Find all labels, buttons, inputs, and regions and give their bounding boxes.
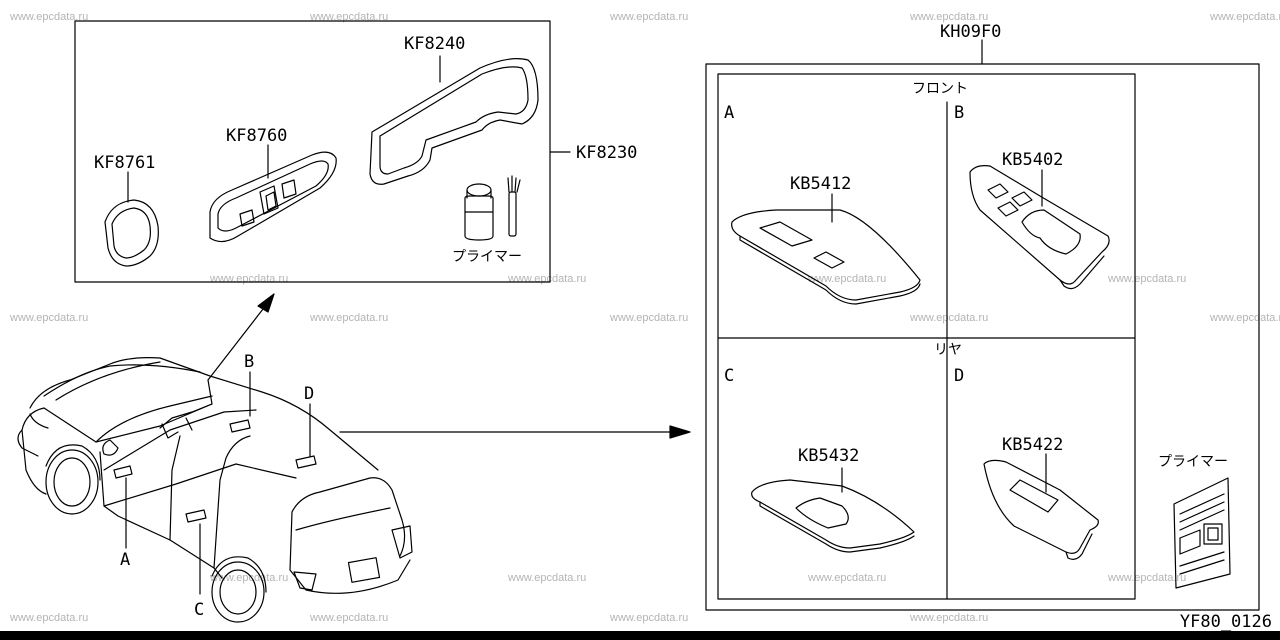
part-kf8761-ring[interactable] (104, 171, 159, 267)
part-kb5412-finisher[interactable] (731, 193, 921, 305)
part-code-kb5422: KB5422 (1002, 435, 1064, 455)
watermark: www.epcdata.ru (1108, 273, 1187, 285)
arrow-to-kit (207, 299, 271, 381)
watermark: www.epcdata.ru (910, 11, 989, 23)
part-kb5422-finisher[interactable] (983, 453, 1099, 560)
watermark: www.epcdata.ru (210, 572, 289, 584)
part-code-kb5432: KB5432 (798, 446, 860, 466)
set-primer-label: プライマー (1158, 454, 1228, 470)
watermark: www.epcdata.ru (1210, 11, 1280, 23)
finisher-set-panel (705, 39, 1260, 611)
watermark: www.epcdata.ru (910, 612, 989, 624)
switch-marker-c (185, 509, 207, 523)
part-kb5432-finisher[interactable] (751, 467, 915, 553)
watermark: www.epcdata.ru (310, 312, 389, 324)
primer-sheet-icon (1173, 477, 1231, 589)
watermark: www.epcdata.ru (808, 273, 887, 285)
diagram-code: YF80_0126 (1177, 612, 1274, 632)
vehicle-illustration (17, 357, 413, 623)
switch-marker-d (295, 455, 317, 469)
car-callout-b: B (244, 352, 255, 372)
cell-letter-b: B (954, 103, 965, 123)
watermark: www.epcdata.ru (310, 11, 389, 23)
part-code-kb5412: KB5412 (790, 174, 852, 194)
watermark: www.epcdata.ru (610, 312, 689, 324)
watermark: www.epcdata.ru (310, 612, 389, 624)
car-callout-c: C (194, 600, 205, 620)
watermark: www.epcdata.ru (508, 572, 587, 584)
watermark: www.epcdata.ru (1210, 312, 1280, 324)
part-code-kb5402: KB5402 (1002, 150, 1064, 170)
part-kf8240-gasket[interactable] (369, 55, 539, 185)
switch-marker-a (113, 465, 133, 479)
part-code-kf8240: KF8240 (404, 34, 466, 54)
cell-letter-c: C (724, 366, 735, 386)
primer-bottle-icon (464, 183, 494, 241)
kit-box (74, 20, 551, 283)
watermark: www.epcdata.ru (10, 612, 89, 624)
car-callout-d: D (304, 384, 315, 404)
watermark: www.epcdata.ru (610, 11, 689, 23)
set-code-kh09f0: KH09F0 (940, 22, 1002, 42)
kit-code-kf8230: KF8230 (576, 143, 638, 163)
kit-primer-label: プライマー (452, 249, 522, 265)
watermark: www.epcdata.ru (808, 572, 887, 584)
watermark: www.epcdata.ru (10, 11, 89, 23)
part-kb5402-finisher[interactable] (969, 165, 1110, 290)
car-callout-a: A (120, 550, 131, 570)
part-code-kf8761: KF8761 (94, 153, 156, 173)
part-code-kf8760: KF8760 (226, 126, 288, 146)
watermark: www.epcdata.ru (10, 312, 89, 324)
cell-letter-a: A (724, 103, 735, 123)
front-label: フロント (912, 81, 968, 97)
part-kf8760-bezel[interactable] (209, 144, 337, 243)
switch-marker-b (229, 419, 251, 433)
cell-letter-d: D (954, 366, 965, 386)
bottom-border (0, 631, 1280, 640)
watermark: www.epcdata.ru (610, 612, 689, 624)
watermark: www.epcdata.ru (910, 312, 989, 324)
primer-brush-icon (507, 175, 521, 237)
watermark: www.epcdata.ru (1108, 572, 1187, 584)
rear-label: リヤ (934, 342, 962, 358)
